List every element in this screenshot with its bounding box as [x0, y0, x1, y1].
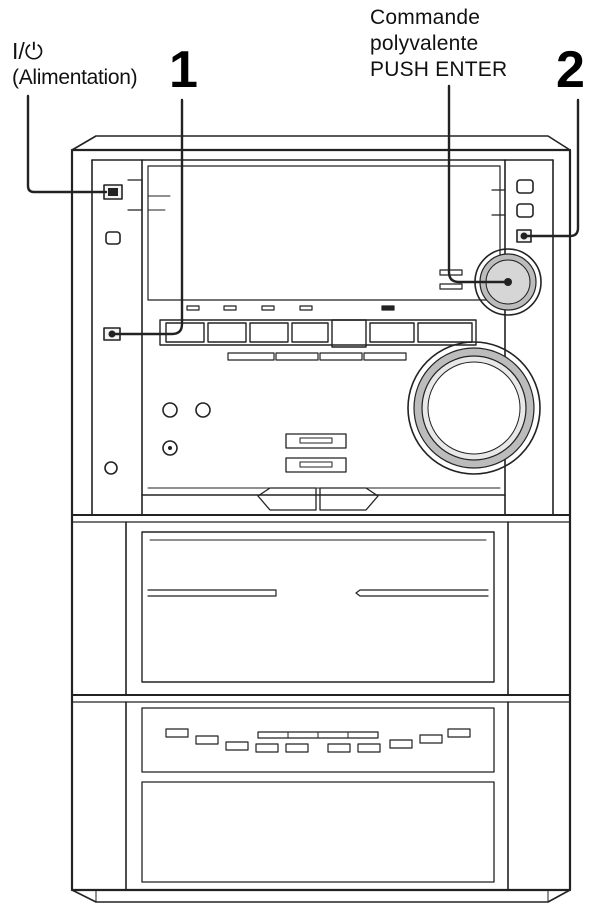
- leader-lines: [26, 84, 580, 338]
- cassette-unit: [71, 521, 571, 703]
- secondary-button-2[interactable]: [275, 352, 319, 361]
- control-button-row: [159, 319, 477, 348]
- control-button-7[interactable]: [417, 322, 473, 343]
- leader-line-1: [110, 98, 184, 336]
- deck-button-2[interactable]: [195, 735, 219, 745]
- multi-control-label-line3: PUSH ENTER: [370, 58, 508, 81]
- control-button-4[interactable]: [291, 322, 329, 343]
- deck-button-9[interactable]: [419, 734, 443, 744]
- multi-control-label-line1: Commande: [370, 6, 481, 29]
- jack-3: [162, 440, 178, 456]
- disc-eject-buttons: [257, 487, 379, 511]
- center-button-lower[interactable]: [285, 457, 347, 473]
- jack-1: [162, 402, 178, 418]
- secondary-button-3[interactable]: [319, 352, 363, 361]
- right-strip-button-1[interactable]: [516, 179, 534, 194]
- control-button-3[interactable]: [249, 322, 289, 343]
- control-button-2[interactable]: [207, 322, 247, 343]
- secondary-button-1[interactable]: [227, 352, 275, 361]
- indicator-bars: [186, 269, 463, 311]
- deck-button-5[interactable]: [285, 743, 309, 753]
- right-strip-button-2[interactable]: [516, 203, 534, 218]
- center-button-upper[interactable]: [285, 433, 347, 449]
- cabinet-outline: [70, 135, 572, 903]
- callout-number-1: 1: [169, 41, 198, 99]
- eject-button-left[interactable]: [257, 487, 317, 511]
- left-strip-indicator-circle: [104, 461, 118, 475]
- power-name-label: (Alimentation): [12, 66, 138, 89]
- secondary-button-row: [227, 352, 407, 361]
- control-button-5[interactable]: [331, 319, 367, 348]
- callout-number-2: 2: [556, 41, 585, 99]
- bottom-unit: [125, 701, 509, 891]
- secondary-button-4[interactable]: [363, 352, 407, 361]
- leader-line-multi-control: [447, 84, 510, 284]
- deck-button-6[interactable]: [327, 743, 351, 753]
- leader-line-power: [26, 94, 108, 194]
- deck-button-4[interactable]: [255, 743, 279, 753]
- eject-button-right[interactable]: [319, 487, 379, 511]
- top-unit: [71, 159, 571, 523]
- center-twin-buttons: [285, 433, 347, 473]
- deck-button-3[interactable]: [225, 741, 249, 751]
- deck-button-8[interactable]: [389, 739, 413, 749]
- left-strip-button-upper[interactable]: [105, 231, 121, 245]
- power-symbol-label: I/⏻: [12, 38, 43, 64]
- deck-button-1[interactable]: [165, 728, 189, 738]
- multi-control-label-line2: polyvalente: [370, 32, 479, 55]
- jack-2: [195, 402, 211, 418]
- control-button-1[interactable]: [165, 322, 205, 343]
- deck-button-7[interactable]: [357, 743, 381, 753]
- leader-line-2: [522, 98, 580, 238]
- control-button-6[interactable]: [369, 322, 415, 343]
- deck-button-10[interactable]: [447, 728, 471, 738]
- large-volume-knob[interactable]: [407, 341, 541, 475]
